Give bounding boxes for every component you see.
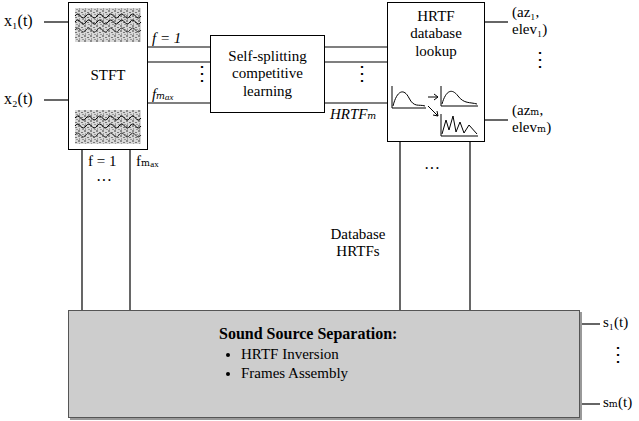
spectrogram — [75, 110, 141, 144]
signal-line — [148, 46, 210, 47]
signal-line — [469, 142, 470, 310]
signal-label: Database HRTFs — [322, 226, 394, 261]
process-box: STFT — [68, 2, 148, 150]
process-box: Self-splitting competitive learning — [210, 35, 325, 113]
signal-label: f = 1 — [88, 153, 116, 170]
signal-label: ··· — [96, 172, 112, 190]
process-box: HRTF database lookup — [387, 2, 485, 142]
signal-label: ⋮ — [192, 62, 212, 85]
signal-label: ⋮ — [530, 48, 550, 71]
signal-label: x₂(t) — [4, 90, 33, 108]
box-label: HRTF database lookup — [400, 8, 472, 60]
signal-line — [148, 102, 210, 103]
hrtf-icon — [392, 86, 478, 136]
signal-line — [399, 142, 400, 310]
signal-label: ⋮ — [608, 343, 628, 366]
bullet-item: HRTF Inversion — [241, 345, 348, 364]
edge-label: fₘₐₓ — [152, 86, 174, 103]
signal-label: ··· — [424, 160, 440, 178]
signal-label: x₁(t) — [4, 12, 33, 30]
signal-label: (azₘ, elevₘ) — [512, 102, 574, 137]
signal-line — [81, 150, 82, 310]
box-label: STFT — [90, 67, 125, 84]
signal-label: (az₁, elev₁) — [512, 4, 574, 39]
signal-line — [325, 102, 387, 103]
signal-label: ⋮ — [352, 62, 372, 85]
processing-block: Sound Source Separation: HRTF InversionFr… — [68, 310, 580, 418]
signal-label: fₘₐₓ — [136, 153, 159, 170]
signal-label: sₘ(t) — [603, 394, 632, 411]
signal-label: s₁(t) — [603, 314, 628, 331]
signal-line — [129, 150, 130, 310]
bullet-list: HRTF InversionFrames Assembly — [219, 345, 348, 383]
edge-label: f = 1 — [152, 30, 181, 47]
spectrogram — [75, 8, 141, 42]
edge-label: HRTFₘ — [330, 106, 377, 123]
bullet-item: Frames Assembly — [241, 364, 348, 383]
signal-line — [325, 46, 387, 47]
box-label: Self-splitting competitive learning — [218, 48, 318, 100]
box-label: Sound Source Separation: — [219, 325, 397, 343]
